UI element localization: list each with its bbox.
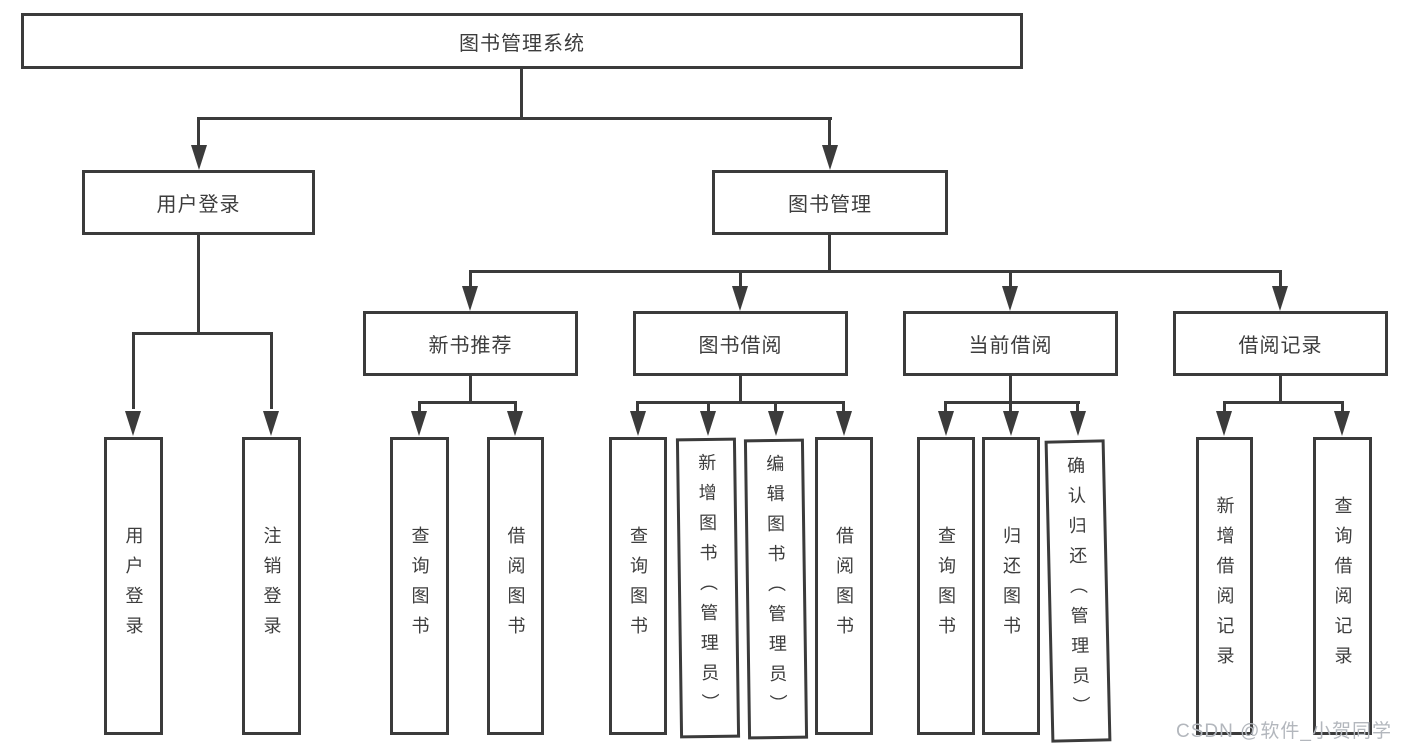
leaf-add-borrow-record: 新增借阅记录 [1196,437,1253,735]
connector-line [842,401,845,411]
connector-line [520,68,523,119]
leaf-borrow-books-recommend: 借阅图书 [487,437,544,735]
node-borrow-records-label: 借阅记录 [1238,335,1323,357]
connector-line [828,117,831,147]
arrow-down-icon [1272,286,1288,311]
leaf-query-books-current: 查询图书 [917,437,975,735]
connector-line [1009,270,1012,286]
arrow-down-icon [836,411,852,436]
connector-line [1223,401,1226,411]
connector-line [418,401,517,404]
leaf-logout: 注销登录 [242,437,301,735]
node-current-borrow-label: 当前借阅 [968,335,1053,357]
node-library-system-label: 图书管理系统 [459,32,585,55]
leaf-edit-book-admin: 编辑图书（管理员） [743,438,809,740]
node-book-borrow-label: 图书借阅 [698,335,783,357]
connector-line [828,235,831,272]
connector-line [944,401,947,411]
connector-line [1279,270,1282,286]
leaf-user-login: 用户登录 [104,437,163,735]
arrow-down-icon [125,411,141,436]
leaf-return-book-label: 归还图书 [1001,526,1021,646]
arrow-down-icon [1003,411,1019,436]
connector-line [1009,376,1012,403]
connector-line [514,401,517,411]
leaf-borrow-books-recommend-label: 借阅图书 [505,526,526,646]
leaf-query-books-recommend-label: 查询图书 [409,526,430,646]
node-user-login: 用户登录 [82,170,315,235]
connector-line [469,270,472,286]
connector-line [636,401,844,404]
leaf-query-books-borrow: 查询图书 [609,437,667,735]
node-book-borrow: 图书借阅 [633,311,848,376]
connector-line [418,401,421,411]
connector-line [132,332,135,409]
arrow-down-icon [1334,411,1350,436]
leaf-confirm-return-admin-label: 确认归还（管理员） [1064,455,1092,727]
leaf-query-borrow-record: 查询借阅记录 [1313,437,1372,735]
connector-line [774,401,777,411]
leaf-return-book: 归还图书 [982,437,1040,735]
leaf-query-books-current-label: 查询图书 [936,526,956,646]
connector-line [944,401,1080,404]
connector-line [1341,401,1344,411]
arrow-down-icon [1002,286,1018,311]
node-new-book-recommend: 新书推荐 [363,311,578,376]
node-current-borrow: 当前借阅 [903,311,1118,376]
node-book-management-label: 图书管理 [788,194,872,216]
connector-line [270,332,273,409]
connector-line [739,270,742,286]
connector-line [197,235,200,334]
node-library-system: 图书管理系统 [21,13,1023,69]
arrow-down-icon [411,411,427,436]
arrow-down-icon [263,411,279,436]
connector-line [1279,376,1282,403]
node-new-book-recommend-label: 新书推荐 [428,335,513,357]
connector-line [1009,401,1012,411]
connector-line [707,401,710,411]
leaf-add-book-admin-label: 新增图书（管理员） [696,452,720,724]
arrow-down-icon [1070,411,1086,436]
leaf-add-book-admin: 新增图书（管理员） [675,437,741,739]
leaf-logout-label: 注销登录 [261,526,282,646]
node-book-management: 图书管理 [712,170,948,235]
arrow-down-icon [507,411,523,436]
arrow-down-icon [700,411,716,436]
leaf-edit-book-admin-label: 编辑图书（管理员） [764,453,788,725]
leaf-borrow-books-borrow-label: 借阅图书 [834,526,854,646]
arrow-down-icon [938,411,954,436]
leaf-add-borrow-record-label: 新增借阅记录 [1214,496,1235,676]
connector-line [197,117,832,120]
connector-line [469,270,1281,273]
leaf-borrow-books-borrow: 借阅图书 [815,437,873,735]
arrow-down-icon [462,286,478,311]
connector-line [197,117,200,147]
connector-line [469,376,472,403]
arrow-down-icon [822,145,838,170]
leaf-confirm-return-admin: 确认归还（管理员） [1044,439,1112,743]
leaf-user-login-label: 用户登录 [123,526,144,646]
arrow-down-icon [768,411,784,436]
arrow-down-icon [191,145,207,170]
leaf-query-books-recommend: 查询图书 [390,437,449,735]
leaf-query-books-borrow-label: 查询图书 [628,526,648,646]
node-user-login-label: 用户登录 [156,194,241,216]
connector-line [739,376,742,403]
connector-line [636,401,639,411]
watermark-text: CSDN @软件_小贺同学 [1176,721,1392,742]
arrow-down-icon [732,286,748,311]
connector-line [1224,401,1343,404]
arrow-down-icon [1216,411,1232,436]
arrow-down-icon [630,411,646,436]
node-borrow-records: 借阅记录 [1173,311,1388,376]
leaf-query-borrow-record-label: 查询借阅记录 [1332,496,1353,676]
connector-line [1076,401,1079,411]
connector-line [132,332,273,335]
